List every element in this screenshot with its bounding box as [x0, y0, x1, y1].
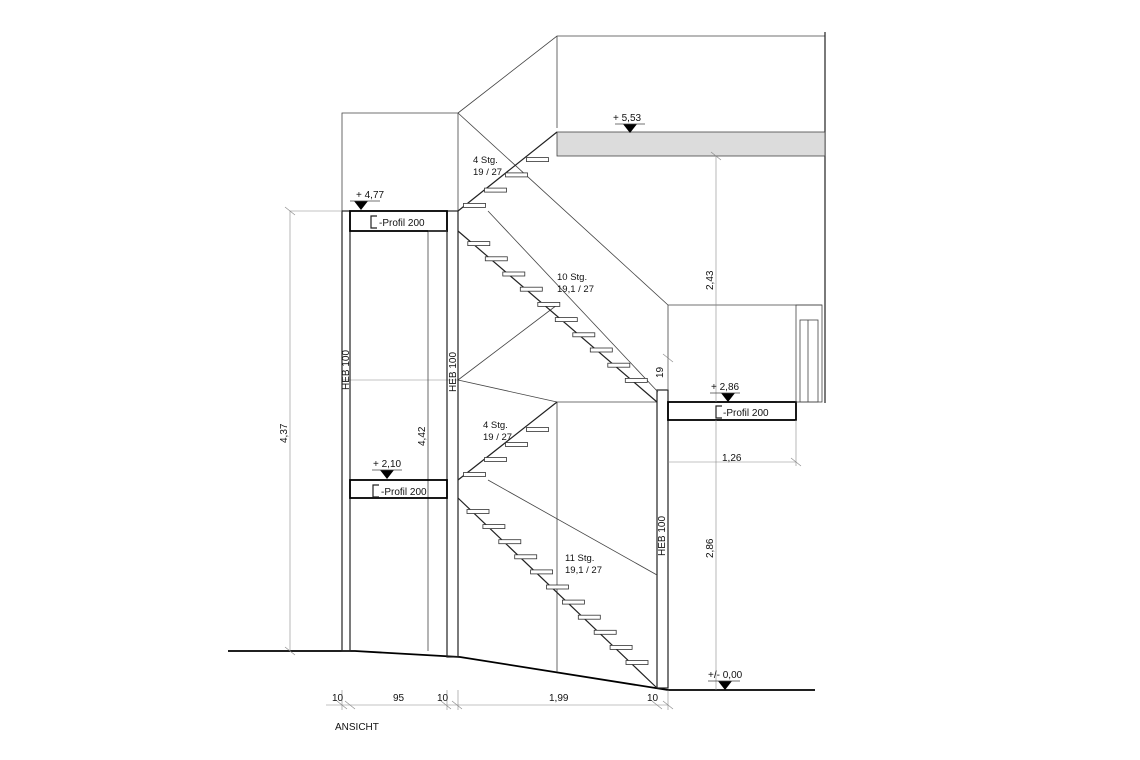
profile-upper: -Profil 200 — [379, 218, 425, 229]
stair-tread — [625, 660, 649, 665]
flight-top-short-count: 4 Stg. — [473, 155, 498, 166]
flight-top-short-ratio: 19 / 27 — [473, 167, 502, 178]
stair-tread — [502, 271, 526, 277]
flight-lower-short-ratio: 19 / 27 — [483, 432, 512, 443]
dim-bottom-1: 10 — [332, 693, 344, 704]
stair-tread — [482, 524, 506, 529]
stair-tread — [514, 554, 538, 560]
stair-tread — [505, 442, 528, 447]
stair-tread — [546, 584, 569, 590]
stair-tread — [463, 202, 486, 208]
level-upper-landing: + 4,77 — [356, 190, 385, 201]
flight-upper-long-ratio: 19,1 / 27 — [557, 284, 594, 295]
dimension-lines — [284, 151, 802, 710]
stair-tread — [609, 645, 633, 650]
flight-lower-short-count: 4 Stg. — [483, 420, 508, 431]
landing-upper — [349, 210, 448, 232]
side-element — [795, 304, 823, 403]
stair-tread — [593, 629, 617, 635]
stair-tread — [467, 241, 491, 247]
dim-upper-right: 2,43 — [705, 270, 716, 290]
stair-tread — [526, 427, 549, 432]
profile-lower: -Profil 200 — [381, 487, 427, 498]
column-label-left-outer: HEB 100 — [341, 350, 352, 390]
stair-tread — [526, 157, 549, 163]
stair-tread — [577, 614, 601, 620]
stair-tread — [624, 377, 648, 383]
stair-tread — [572, 332, 596, 338]
column-label-right: HEB 100 — [657, 516, 668, 556]
dim-bottom-4: 1,99 — [549, 693, 569, 704]
stair-outline — [341, 32, 826, 672]
stair-treads — [463, 157, 649, 665]
level-lower-landing: + 2,10 — [373, 459, 402, 470]
dim-total-height: 4,37 — [279, 423, 290, 443]
stair-tread — [530, 569, 553, 575]
level-ground: +/- 0,00 — [708, 670, 743, 681]
stair-tread — [562, 599, 585, 605]
stair-tread — [498, 539, 522, 545]
stringers — [457, 131, 659, 689]
top-slab — [556, 131, 826, 157]
stair-tread — [484, 457, 507, 462]
dim-riser: 19 — [655, 366, 666, 378]
dim-platform-width: 1,26 — [722, 453, 742, 464]
stair-tread — [466, 509, 490, 514]
dim-bottom-3: 10 — [437, 693, 449, 704]
platform-right — [667, 401, 797, 421]
dim-bottom-2: 95 — [393, 693, 405, 704]
stair-tread — [505, 172, 528, 178]
stair-tread — [519, 286, 543, 292]
ground-line — [228, 650, 815, 691]
dim-bottom-5: 10 — [647, 693, 659, 704]
stair-tread — [484, 187, 507, 193]
stair-tread — [484, 256, 508, 262]
flight-upper-long-count: 10 Stg. — [557, 272, 587, 283]
flight-lower-long-count: 11 Stg. — [565, 553, 594, 564]
dim-lower-right: 2,86 — [705, 538, 716, 558]
channel-symbols — [370, 215, 722, 498]
profile-right: -Profil 200 — [723, 408, 769, 419]
level-right-platform: + 2,86 — [711, 382, 740, 393]
stair-tread — [537, 301, 561, 307]
columns — [341, 210, 669, 689]
stair-tread — [589, 347, 613, 353]
dim-inner-height: 4,42 — [417, 426, 428, 446]
column-label-left-inner: HEB 100 — [448, 352, 459, 392]
level-markers — [350, 123, 740, 690]
landing-lower — [349, 479, 448, 499]
view-label: ANSICHT — [335, 722, 379, 733]
stair-tread — [554, 317, 578, 323]
level-top: + 5,53 — [613, 113, 642, 124]
flight-lower-long-ratio: 19,1 / 27 — [565, 565, 602, 576]
stair-tread — [607, 362, 631, 368]
stair-tread — [463, 472, 486, 477]
